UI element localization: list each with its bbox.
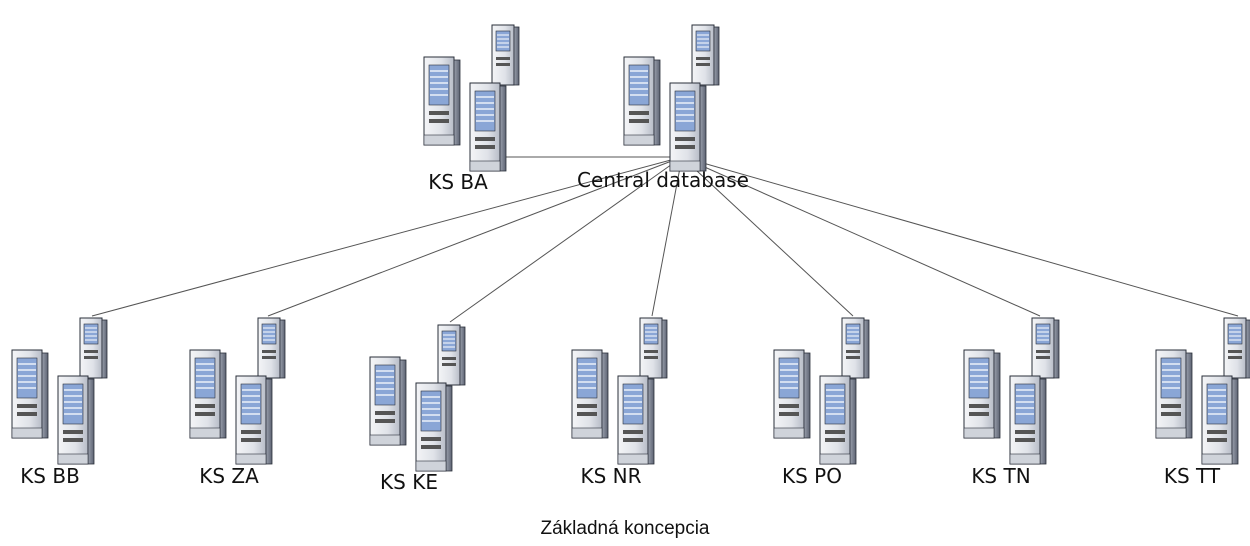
node-label-ks-tn: KS TN — [971, 464, 1031, 488]
link-za — [267, 156, 683, 317]
node-label-ks-tt: KS TT — [1163, 464, 1221, 488]
node-label-ks-bb: KS BB — [20, 464, 80, 488]
connection-lines — [91, 156, 1239, 323]
server-rack-icon — [964, 318, 1059, 464]
server-rack-icon — [424, 25, 519, 171]
server-rack-icon — [190, 318, 285, 464]
link-ke — [449, 156, 683, 323]
link-bb — [91, 156, 683, 317]
node-label-ks-za: KS ZA — [199, 464, 259, 488]
server-rack-icon — [12, 318, 107, 464]
server-rack-icon — [572, 318, 667, 464]
link-tn — [681, 156, 1041, 317]
node-label-ks-ke: KS KE — [380, 470, 438, 494]
server-rack-icon — [370, 325, 465, 471]
server-rack-icon — [1156, 318, 1250, 464]
link-tt — [681, 156, 1239, 317]
server-rack-icon — [624, 25, 719, 171]
link-nr — [651, 156, 683, 317]
node-label-ks-po: KS PO — [782, 464, 842, 488]
hub-label: Central database — [577, 168, 749, 192]
node-label-ks-nr: KS NR — [580, 464, 642, 488]
node-label-ks-ba: KS BA — [428, 170, 488, 194]
diagram-caption: Základná koncepcia — [540, 518, 710, 539]
link-po — [681, 156, 854, 317]
server-rack-icon — [774, 318, 869, 464]
